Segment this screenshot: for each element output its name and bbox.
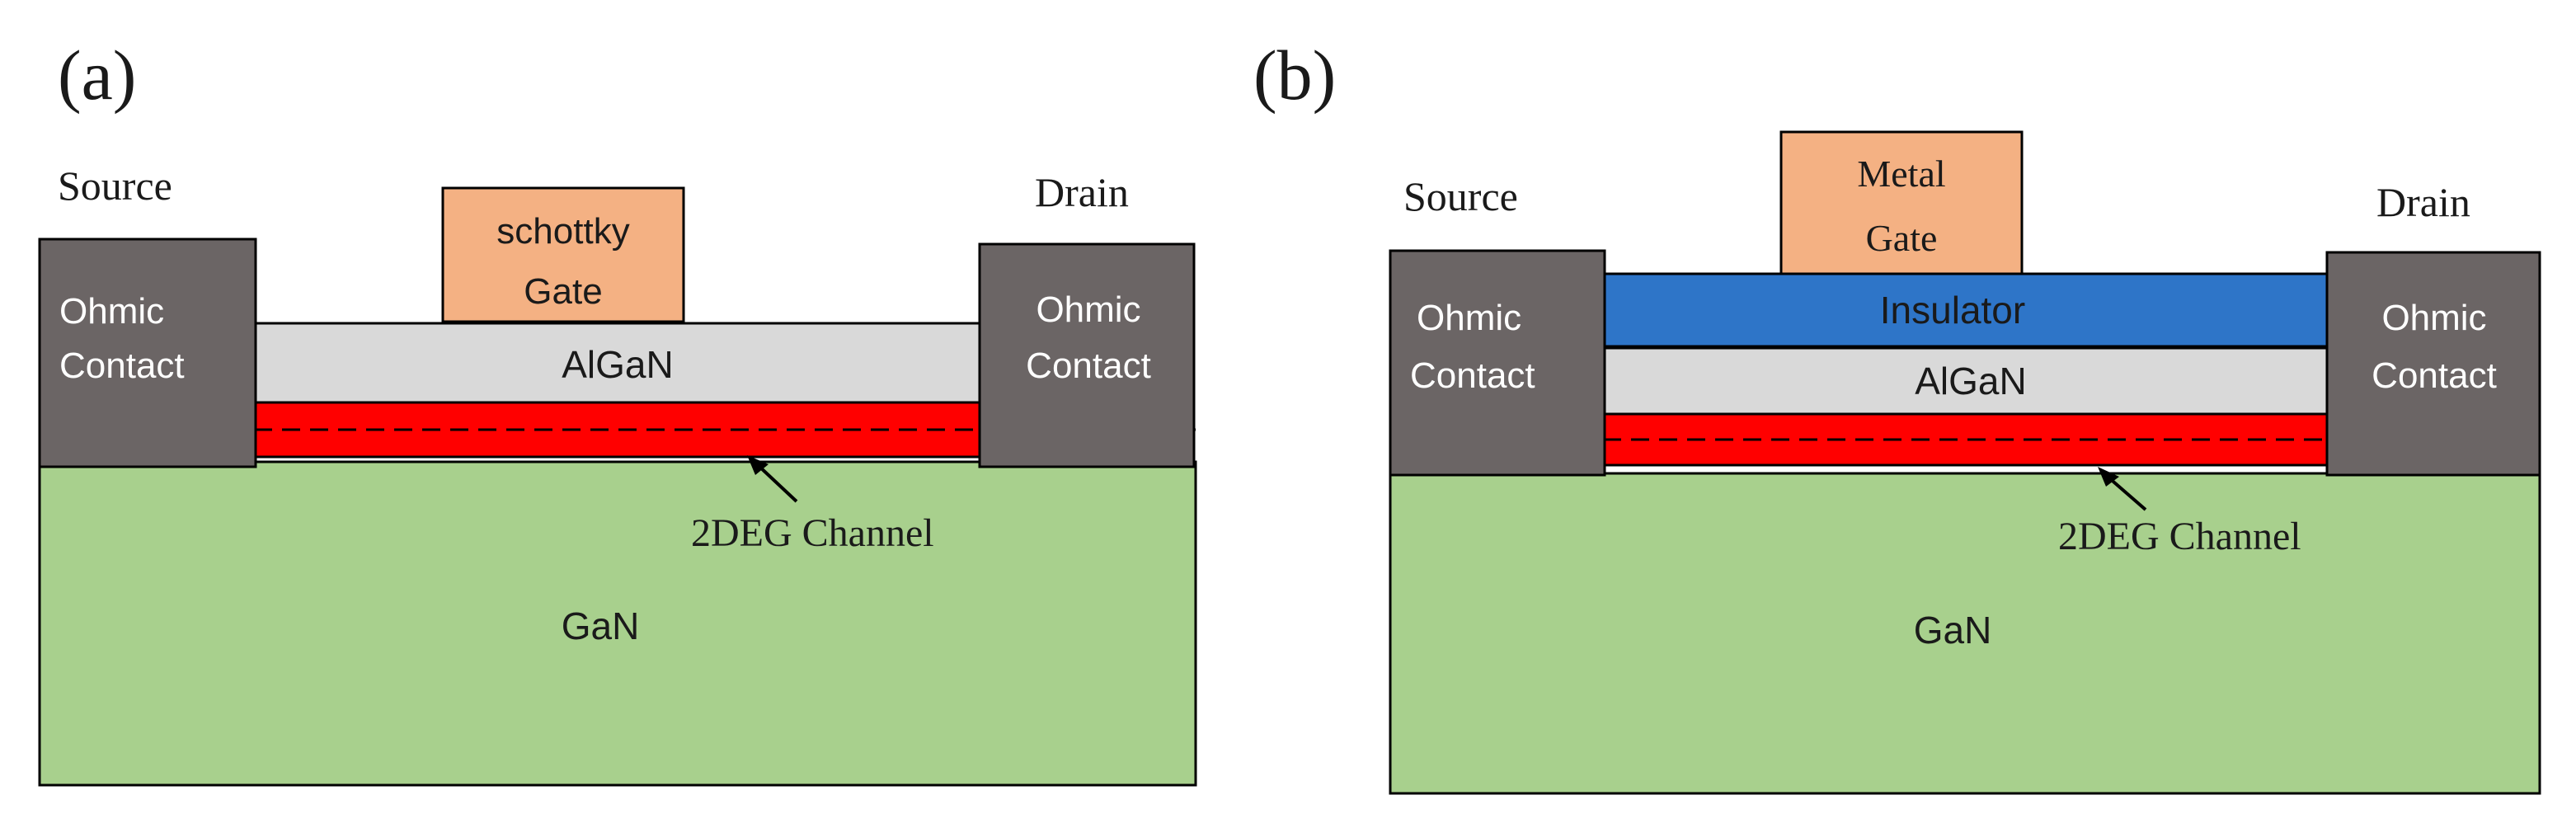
panel-a-gate-line1: schottky <box>496 211 629 252</box>
panel-b: (b) Source Drain GaN AlGaN Insulator Met… <box>1253 35 2541 795</box>
panel-b-right-contact-line1: Ohmic <box>2381 298 2486 338</box>
panel-b-right-contact-line2: Contact <box>2372 355 2497 396</box>
panel-b-gan-substrate <box>1389 472 2541 795</box>
panel-a-left-contact-line2: Contact <box>59 346 185 386</box>
panel-a-right-contact-line2: Contact <box>1026 346 1151 386</box>
panel-a-drain-label: Drain <box>1035 169 1129 215</box>
panel-a-right-contact-line1: Ohmic <box>1036 289 1140 330</box>
panel-a-gan-substrate <box>38 460 1197 787</box>
panel-b-gate-line2: Gate <box>1866 217 1938 259</box>
panel-a-schottky-gate <box>441 186 685 323</box>
panel-b-channel-arrow <box>2106 475 2147 511</box>
panel-b-gate-line1: Metal <box>1857 153 1945 195</box>
panel-b-algan-label: AlGaN <box>1915 360 2026 402</box>
panel-b-label: (b) <box>1253 35 1336 115</box>
panel-b-insulator-label: Insulator <box>1880 289 2025 332</box>
panel-a-drain-ohmic-contact <box>978 242 1196 468</box>
panel-a: (a) Source Drain GaN AlGaN schottky Gate… <box>38 35 1197 787</box>
panel-a-gate-line2: Gate <box>524 271 602 312</box>
panel-b-source-ohmic-contact <box>1389 249 1606 477</box>
panel-b-source-label: Source <box>1403 173 1518 219</box>
panel-b-metal-gate <box>1779 130 2024 275</box>
panel-b-drain-label: Drain <box>2376 179 2470 225</box>
panel-a-source-ohmic-contact <box>38 238 257 468</box>
panel-b-drain-ohmic-contact <box>2325 251 2541 477</box>
panel-b-left-contact-line2: Contact <box>1410 355 1535 396</box>
panel-a-source-label: Source <box>58 162 172 209</box>
panel-a-label: (a) <box>58 35 136 115</box>
panel-a-channel-label: 2DEG Channel <box>691 511 934 555</box>
panel-a-left-contact-line1: Ohmic <box>59 291 164 332</box>
panel-a-channel-arrowhead <box>747 455 769 475</box>
panel-b-channel-label: 2DEG Channel <box>2058 515 2301 558</box>
panel-a-channel-arrow <box>755 463 798 503</box>
panel-b-gan-label: GaN <box>1914 609 1992 652</box>
panel-a-gan-label: GaN <box>562 605 640 647</box>
panel-b-left-contact-line1: Ohmic <box>1417 298 1521 338</box>
panel-b-channel-arrowhead <box>2098 467 2119 487</box>
panel-a-algan-label: AlGaN <box>562 343 673 386</box>
